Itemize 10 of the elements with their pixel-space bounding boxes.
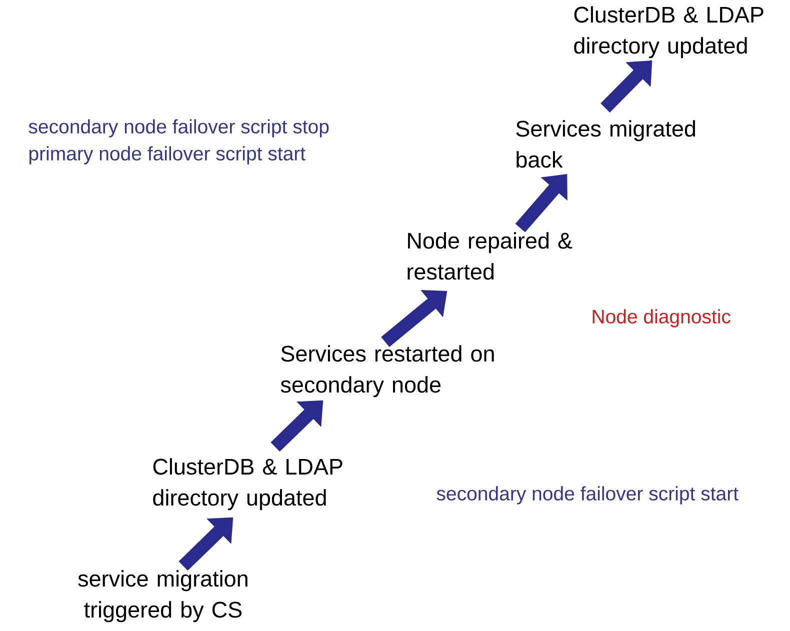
- note-text: Node diagnostic: [592, 309, 730, 328]
- step-text: ClusterDB & LDAP directory updated: [153, 458, 342, 510]
- note-text: secondary node failover script start: [436, 486, 738, 504]
- step-text: service migration triggered by CS: [78, 570, 248, 622]
- step-text: Services migrated back: [516, 120, 696, 168]
- step-text: Services restarted on secondary node: [280, 345, 494, 398]
- step-text: Node repaired & restarted: [408, 232, 572, 280]
- note-text: primary node failover script start: [29, 146, 306, 164]
- step-text: ClusterDB & LDAP directory updated: [574, 6, 764, 58]
- note-text: secondary node failover script stop: [28, 119, 329, 138]
